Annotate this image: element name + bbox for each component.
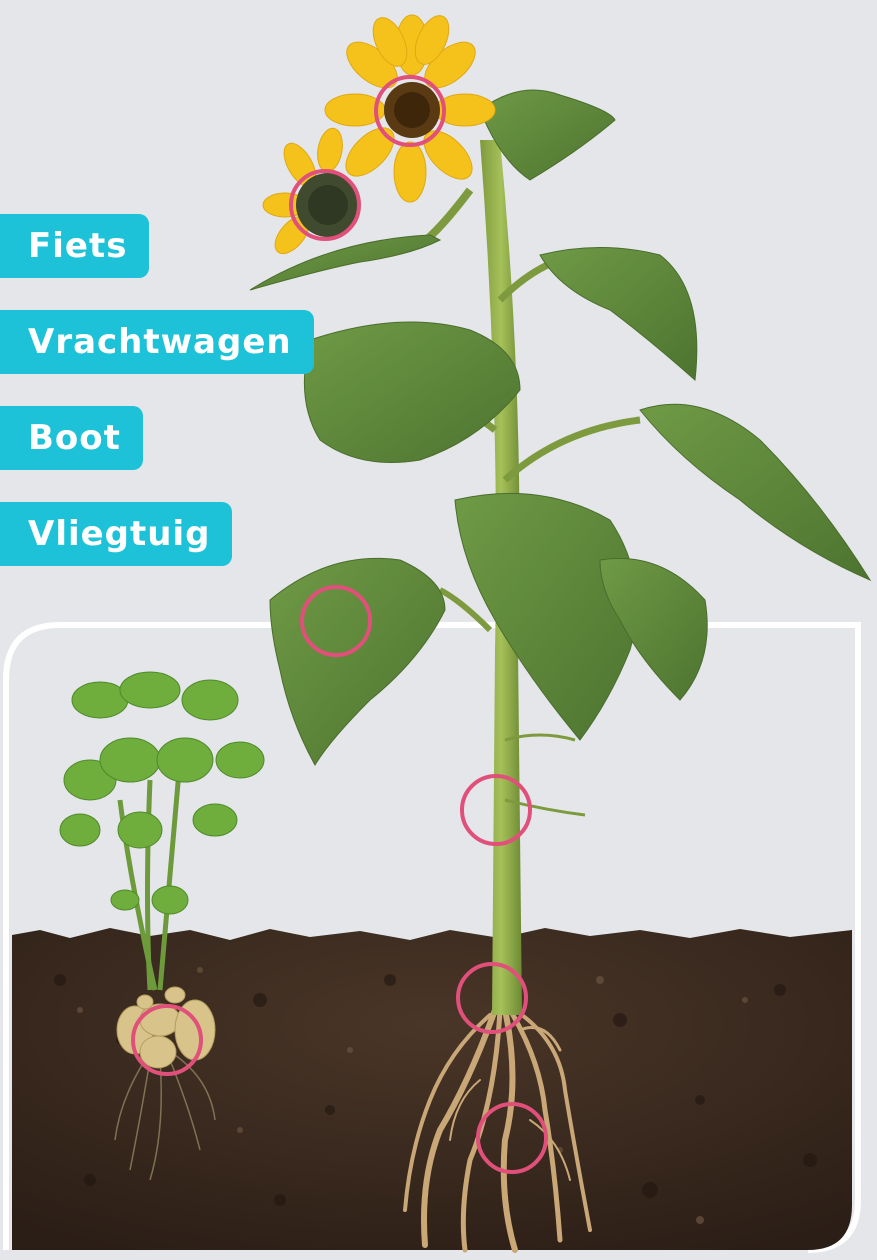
soil-layer xyxy=(12,928,852,1250)
sunflower-head-open xyxy=(325,11,495,202)
sunflower-head-back xyxy=(263,126,360,259)
label-fiets[interactable]: Fiets xyxy=(0,214,149,278)
label-vliegtuig[interactable]: Vliegtuig xyxy=(0,502,232,566)
label-boot[interactable]: Boot xyxy=(0,406,143,470)
label-vrachtwagen[interactable]: Vrachtwagen xyxy=(0,310,314,374)
